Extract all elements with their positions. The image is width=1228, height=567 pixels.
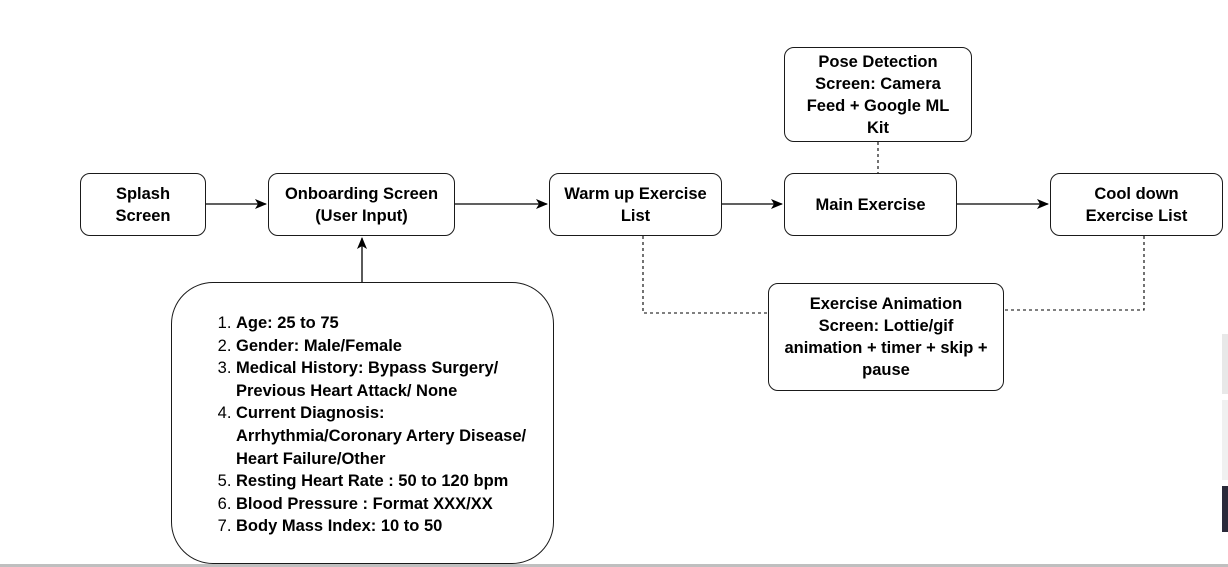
node-label-line: Pose Detection (818, 52, 938, 71)
node-label-line: animation + timer + skip + (784, 339, 988, 357)
node-label-line: Splash (115, 184, 171, 203)
node-label-line: Exercise List (1085, 206, 1188, 225)
node-label-line: pause (862, 361, 910, 379)
list-item: Age: 25 to 75 (236, 312, 554, 335)
user-input-list: Age: 25 to 75 Gender: Male/Female Medica… (194, 312, 554, 538)
main-exercise-node: Main Exercise (784, 173, 957, 236)
pose-detection-screen-node: Pose Detection Screen: Camera Feed + Goo… (784, 47, 972, 142)
edge-cooldown-to-animation (1004, 236, 1145, 311)
node-label-line: Kit (867, 118, 889, 137)
list-item: Blood Pressure : Format XXX/XX (236, 493, 554, 516)
node-label-line: Feed + Google ML (806, 96, 950, 115)
node-label-line: (User Input) (315, 206, 408, 225)
bottom-divider (0, 564, 1228, 567)
user-input-list-node: Age: 25 to 75 Gender: Male/Female Medica… (171, 282, 554, 564)
exercise-animation-screen-node: Exercise Animation Screen: Lottie/gif an… (768, 283, 1004, 391)
node-label-line: List (620, 206, 651, 225)
list-item: Gender: Male/Female (236, 335, 554, 358)
right-edge-artifact (1222, 400, 1228, 480)
list-item: Medical History: Bypass Surgery/ Previou… (236, 357, 554, 402)
list-item: Body Mass Index: 10 to 50 (236, 515, 554, 538)
warmup-exercise-list-node: Warm up Exercise List (549, 173, 722, 236)
right-edge-artifact (1222, 486, 1228, 532)
node-label-line: Screen: Camera (815, 74, 941, 93)
cooldown-exercise-list-node: Cool down Exercise List (1050, 173, 1223, 236)
right-edge-artifact (1222, 334, 1228, 394)
splash-screen-node: Splash Screen (80, 173, 206, 236)
edge-warmup-to-animation (642, 236, 768, 314)
node-label-line: Screen (115, 206, 171, 225)
node-label-line: Screen: Lottie/gif (818, 317, 954, 335)
node-label-line: Onboarding Screen (284, 184, 439, 203)
onboarding-screen-node: Onboarding Screen (User Input) (268, 173, 455, 236)
list-item: Resting Heart Rate : 50 to 120 bpm (236, 470, 554, 493)
node-label-line: Warm up Exercise (564, 184, 707, 203)
node-label-line: Cool down (1094, 184, 1179, 203)
node-label-line: Exercise Animation (809, 295, 963, 313)
node-label-line: Main Exercise (815, 195, 926, 214)
list-item: Current Diagnosis: Arrhythmia/Coronary A… (236, 402, 554, 470)
